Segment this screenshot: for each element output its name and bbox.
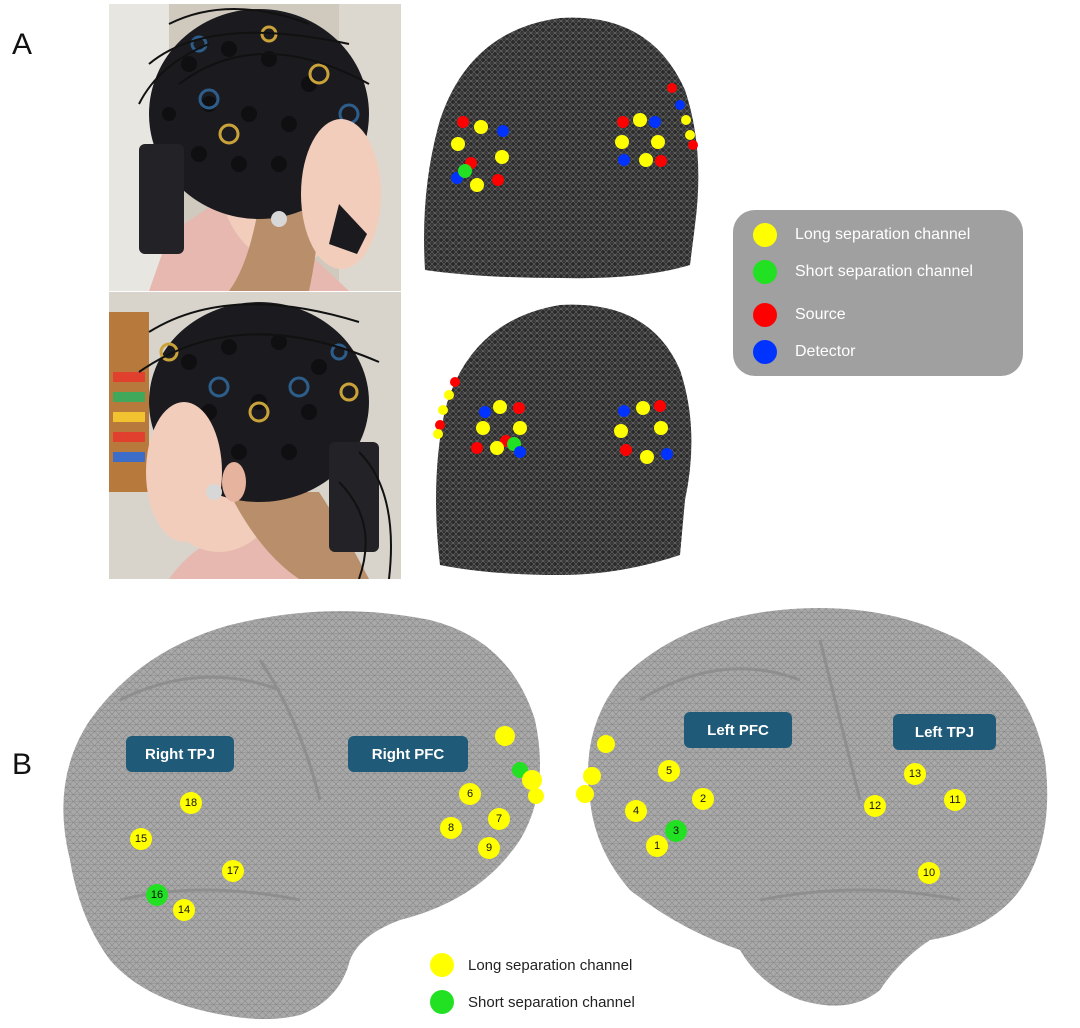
channel-3: 3 xyxy=(665,820,687,842)
legend-dot-source xyxy=(753,303,777,327)
region-label-left-tpj: Left TPJ xyxy=(893,714,996,750)
channel-1: 1 xyxy=(646,835,668,857)
legend-label-detector: Detector xyxy=(795,343,856,360)
channel-4: 4 xyxy=(625,800,647,822)
legend-label-source: Source xyxy=(795,306,846,323)
legend-dot-short xyxy=(753,260,777,284)
bottom-legend-label-long: Long separation channel xyxy=(468,956,633,974)
bottom-legend-short: Short separation channel xyxy=(430,990,635,1014)
brain-left-hemisphere xyxy=(576,608,1048,1006)
region-label-right-tpj: Right TPJ xyxy=(126,736,234,772)
channel-13: 13 xyxy=(904,763,926,785)
bottom-legend-dot-long xyxy=(430,953,454,977)
photo-right-side xyxy=(109,4,401,291)
legend-item-long: Long separation channel xyxy=(753,222,970,248)
legend-item-detector: Detector xyxy=(753,339,855,365)
channel-2: 2 xyxy=(692,788,714,810)
optodes-top-head xyxy=(451,83,698,192)
bottom-legend-label-short: Short separation channel xyxy=(468,993,635,1011)
channel-12: 12 xyxy=(864,795,886,817)
legend-box: Long separation channel Short separation… xyxy=(733,210,1023,376)
panel-label-b: B xyxy=(12,748,33,781)
legend-item-short: Short separation channel xyxy=(753,259,973,285)
head-mesh-top xyxy=(424,17,699,279)
legend-label-long: Long separation channel xyxy=(795,226,971,243)
region-label-right-pfc: Right PFC xyxy=(348,736,468,772)
bottom-legend-dot-short xyxy=(430,990,454,1014)
channel-7: 7 xyxy=(488,808,510,830)
legend-item-source: Source xyxy=(753,302,846,328)
channel-6: 6 xyxy=(459,783,481,805)
optodes-bottom-head xyxy=(433,377,673,464)
legend-dot-detector xyxy=(753,340,777,364)
channel-11: 11 xyxy=(944,789,966,811)
legend-label-short: Short separation channel xyxy=(795,263,973,280)
channel-18: 18 xyxy=(180,792,202,814)
channel-8: 8 xyxy=(440,817,462,839)
channel-15: 15 xyxy=(130,828,152,850)
region-label-left-pfc: Left PFC xyxy=(684,712,792,748)
legend-dot-long xyxy=(753,223,777,247)
channel-14: 14 xyxy=(173,899,195,921)
channel-10: 10 xyxy=(918,862,940,884)
head-mesh-bottom xyxy=(436,304,692,575)
panel-label-a: A xyxy=(12,28,33,61)
channel-9: 9 xyxy=(478,837,500,859)
channel-5: 5 xyxy=(658,760,680,782)
photo-left-side xyxy=(109,292,401,579)
channel-16: 16 xyxy=(146,884,168,906)
channel-17: 17 xyxy=(222,860,244,882)
bottom-legend-long: Long separation channel xyxy=(430,953,632,977)
